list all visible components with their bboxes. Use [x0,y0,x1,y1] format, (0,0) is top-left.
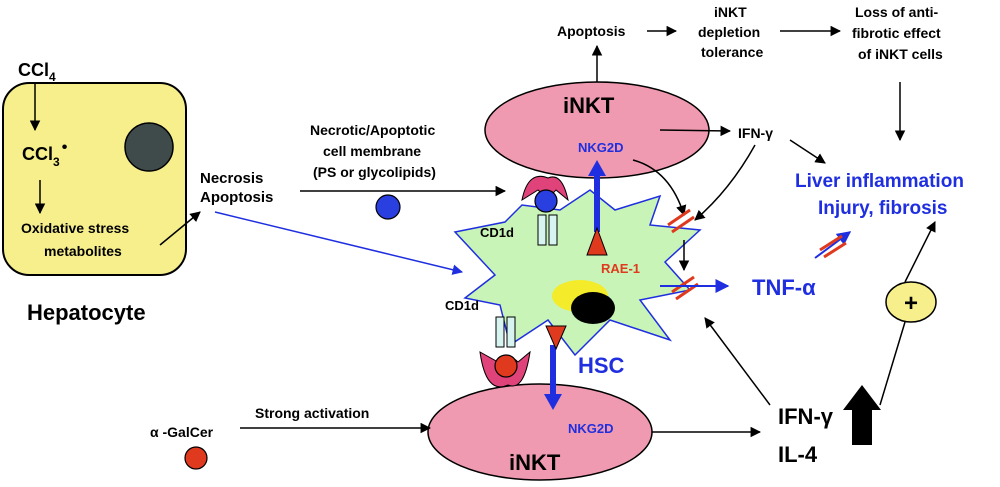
cytokine-il4-label: IL-4 [778,442,818,467]
loss-label-1: Loss of anti- [855,4,939,20]
inkt-bottom-label: iNKT [509,450,561,475]
activation-label: Strong activation [255,405,369,421]
block-symbol-3 [819,234,847,259]
nkg2d-bottom-receptor [544,345,562,410]
inkt-top-label: iNKT [563,93,615,118]
arrow-necrosis-hsc [214,211,464,275]
depletion-label-1: iNKT [714,4,747,20]
arrow-nkg2d-block [632,159,687,217]
plus-label: + [904,290,918,317]
tnf-label: TNF-α [752,275,816,300]
hsc-nucleus [571,292,615,324]
cd1d-top-lipid [534,189,558,213]
cd1d-bottom-bar-2 [506,316,516,348]
ifn-top-label: IFN-γ [738,125,773,141]
ccl3-label: CCl3• [22,139,68,169]
membrane-label-2: cell membrane [323,143,421,159]
oxidative-label-1: Oxidative stress [21,220,129,236]
plus-circle [885,281,937,323]
top-apoptosis-label: Apoptosis [557,23,626,39]
rae1-top-ligand [586,226,608,256]
cd1d-top-bar-2 [548,214,558,246]
arrow-ifn-hsc [694,144,756,221]
depletion-label-3: tolerance [701,44,763,60]
arrow-plus-liver [904,221,936,283]
hepatocyte-nucleus [124,122,174,172]
rae1-label: RAE-1 [601,261,640,276]
hsc-label: HSC [578,353,625,378]
arrow-cytokines-hsc [704,317,771,406]
block-symbol-1 [667,208,695,234]
nkg2d-top-receptor [588,160,606,232]
membrane-label-3: (PS or glycolipids) [313,164,436,180]
arrow-tnf-liver [814,231,852,259]
liver-label-2: Injury, fibrosis [818,198,948,219]
cd1d-bottom-lipid [494,354,518,378]
cd1d-top-label: CD1d [480,225,514,240]
arrow-ifn-liver [789,139,826,164]
membrane-label-1: Necrotic/Apoptotic [310,122,435,138]
cytokine-ifn-label: IFN-γ [778,404,834,429]
arrow-to-necrosis [159,211,201,246]
rae1-bottom-ligand [545,325,567,351]
arrow-inkt-ifn [659,125,732,137]
hepatocyte-label: Hepatocyte [27,300,146,325]
glycolipid-dot [375,194,401,220]
up-arrow-icon [843,385,881,445]
liver-label-1: Liver inflammation [795,171,964,192]
hsc-cell [453,189,702,357]
depletion-label-2: depletion [698,24,760,40]
galcer-label: α -GalCer [150,424,214,440]
oxidative-label-2: metabolites [44,243,122,259]
nkg2d-bottom-label: NKG2D [568,421,614,436]
galcer-dot [184,446,208,470]
ccl4-label: CCl4 [18,60,56,84]
cd1d-top-bar-1 [537,214,547,246]
loss-label-3: of iNKT cells [858,46,943,62]
necrosis-label: Necrosis [200,170,263,187]
nkg2d-top-label: NKG2D [578,140,624,155]
cd1d-bottom-bar-1 [495,316,505,348]
cd1d-bottom-label: CD1d [445,298,479,313]
loss-label-2: fibrotic effect [852,25,941,41]
apoptosis-label: Apoptosis [200,189,273,206]
line-cytokines-plus [879,321,906,406]
